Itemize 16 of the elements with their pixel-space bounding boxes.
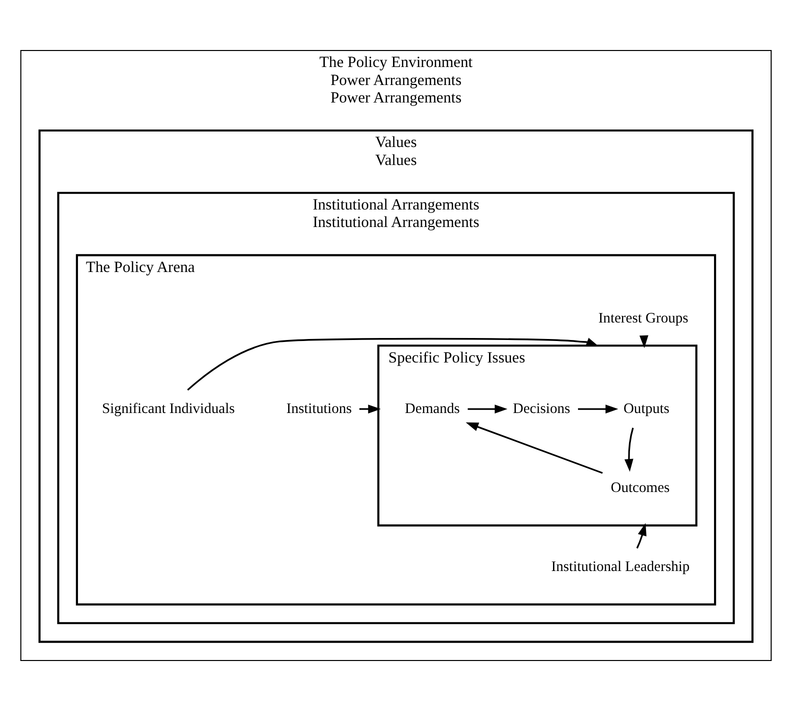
arrow bbox=[578, 404, 618, 413]
arrow bbox=[359, 404, 381, 413]
arrow bbox=[468, 404, 508, 413]
node-text: Significant Individuals bbox=[102, 400, 235, 416]
node-text: Interest Groups bbox=[598, 310, 688, 326]
node-text: Institutional Leadership bbox=[551, 558, 690, 574]
node-text: Outcomes bbox=[610, 479, 670, 496]
arrow bbox=[624, 427, 634, 472]
node-text: Decisions bbox=[512, 400, 570, 416]
arrow bbox=[466, 422, 603, 474]
node-text: Institutions bbox=[286, 400, 352, 416]
arrow bbox=[639, 334, 648, 348]
node-text: Demands bbox=[404, 400, 460, 416]
arrow bbox=[187, 337, 599, 390]
arrow bbox=[636, 522, 646, 548]
node-text: Outputs bbox=[623, 400, 670, 416]
